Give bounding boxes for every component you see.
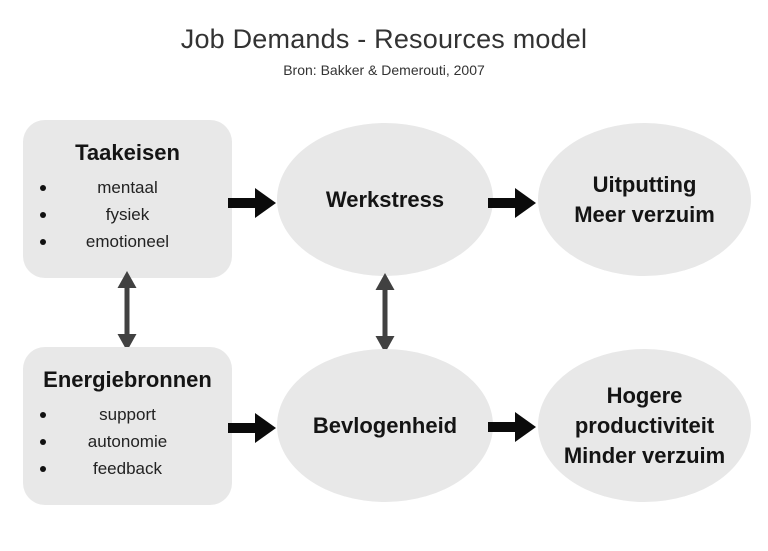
bullet-icon — [40, 438, 46, 445]
node-taakeisen-title: Taakeisen — [75, 140, 180, 165]
arrow-bevlogenheid-to-productiviteit-icon — [488, 410, 536, 444]
page-subtitle: Bron: Bakker & Demerouti, 2007 — [283, 62, 485, 78]
arrow-werkstress-bevlogenheid-icon — [372, 272, 398, 354]
node-uitputting-label: Uitputting Meer verzuim — [574, 171, 715, 227]
node-energiebronnen: Energiebronnen support autonomie feedbac… — [23, 347, 232, 505]
node-werkstress: Werkstress — [277, 123, 493, 276]
list-item-label: autonomie — [87, 432, 168, 451]
bullet-icon — [40, 184, 46, 191]
list-item: support — [23, 401, 232, 428]
node-bevlogenheid: Bevlogenheid — [277, 349, 493, 502]
list-item-label: emotioneel — [85, 232, 170, 251]
list-item-label: feedback — [93, 459, 162, 478]
list-item-label: support — [99, 405, 156, 424]
list-item-label: fysiek — [105, 205, 150, 224]
bullet-icon — [40, 211, 46, 218]
bullet-icon — [40, 465, 46, 472]
node-energiebronnen-title: Energiebronnen — [43, 367, 212, 392]
energiebronnen-bullet-list: support autonomie feedback — [23, 401, 232, 482]
taakeisen-bullet-list: mentaal fysiek emotioneel — [23, 174, 232, 255]
list-item: emotioneel — [23, 228, 232, 255]
list-item: mentaal — [23, 174, 232, 201]
bullet-icon — [40, 238, 46, 245]
page-title: Job Demands - Resources model — [180, 24, 588, 54]
list-item: feedback — [23, 455, 232, 482]
bullet-icon — [40, 411, 46, 418]
node-bevlogenheid-label: Bevlogenheid — [312, 412, 458, 438]
list-item: fysiek — [23, 201, 232, 228]
node-werkstress-label: Werkstress — [325, 186, 445, 212]
arrow-taakeisen-to-werkstress-icon — [228, 186, 276, 220]
list-item-label: mentaal — [97, 178, 158, 197]
arrow-taakeisen-energiebronnen-icon — [114, 271, 140, 351]
node-productiviteit-label: Hogere productiviteit Minder verzuim — [563, 382, 726, 468]
arrow-energiebronnen-to-bevlogenheid-icon — [228, 411, 276, 445]
node-uitputting: Uitputting Meer verzuim — [538, 123, 751, 276]
node-taakeisen: Taakeisen mentaal fysiek emotioneel — [23, 120, 232, 278]
node-productiviteit: Hogere productiviteit Minder verzuim — [538, 349, 751, 502]
list-item: autonomie — [23, 428, 232, 455]
arrow-werkstress-to-uitputting-icon — [488, 186, 536, 220]
